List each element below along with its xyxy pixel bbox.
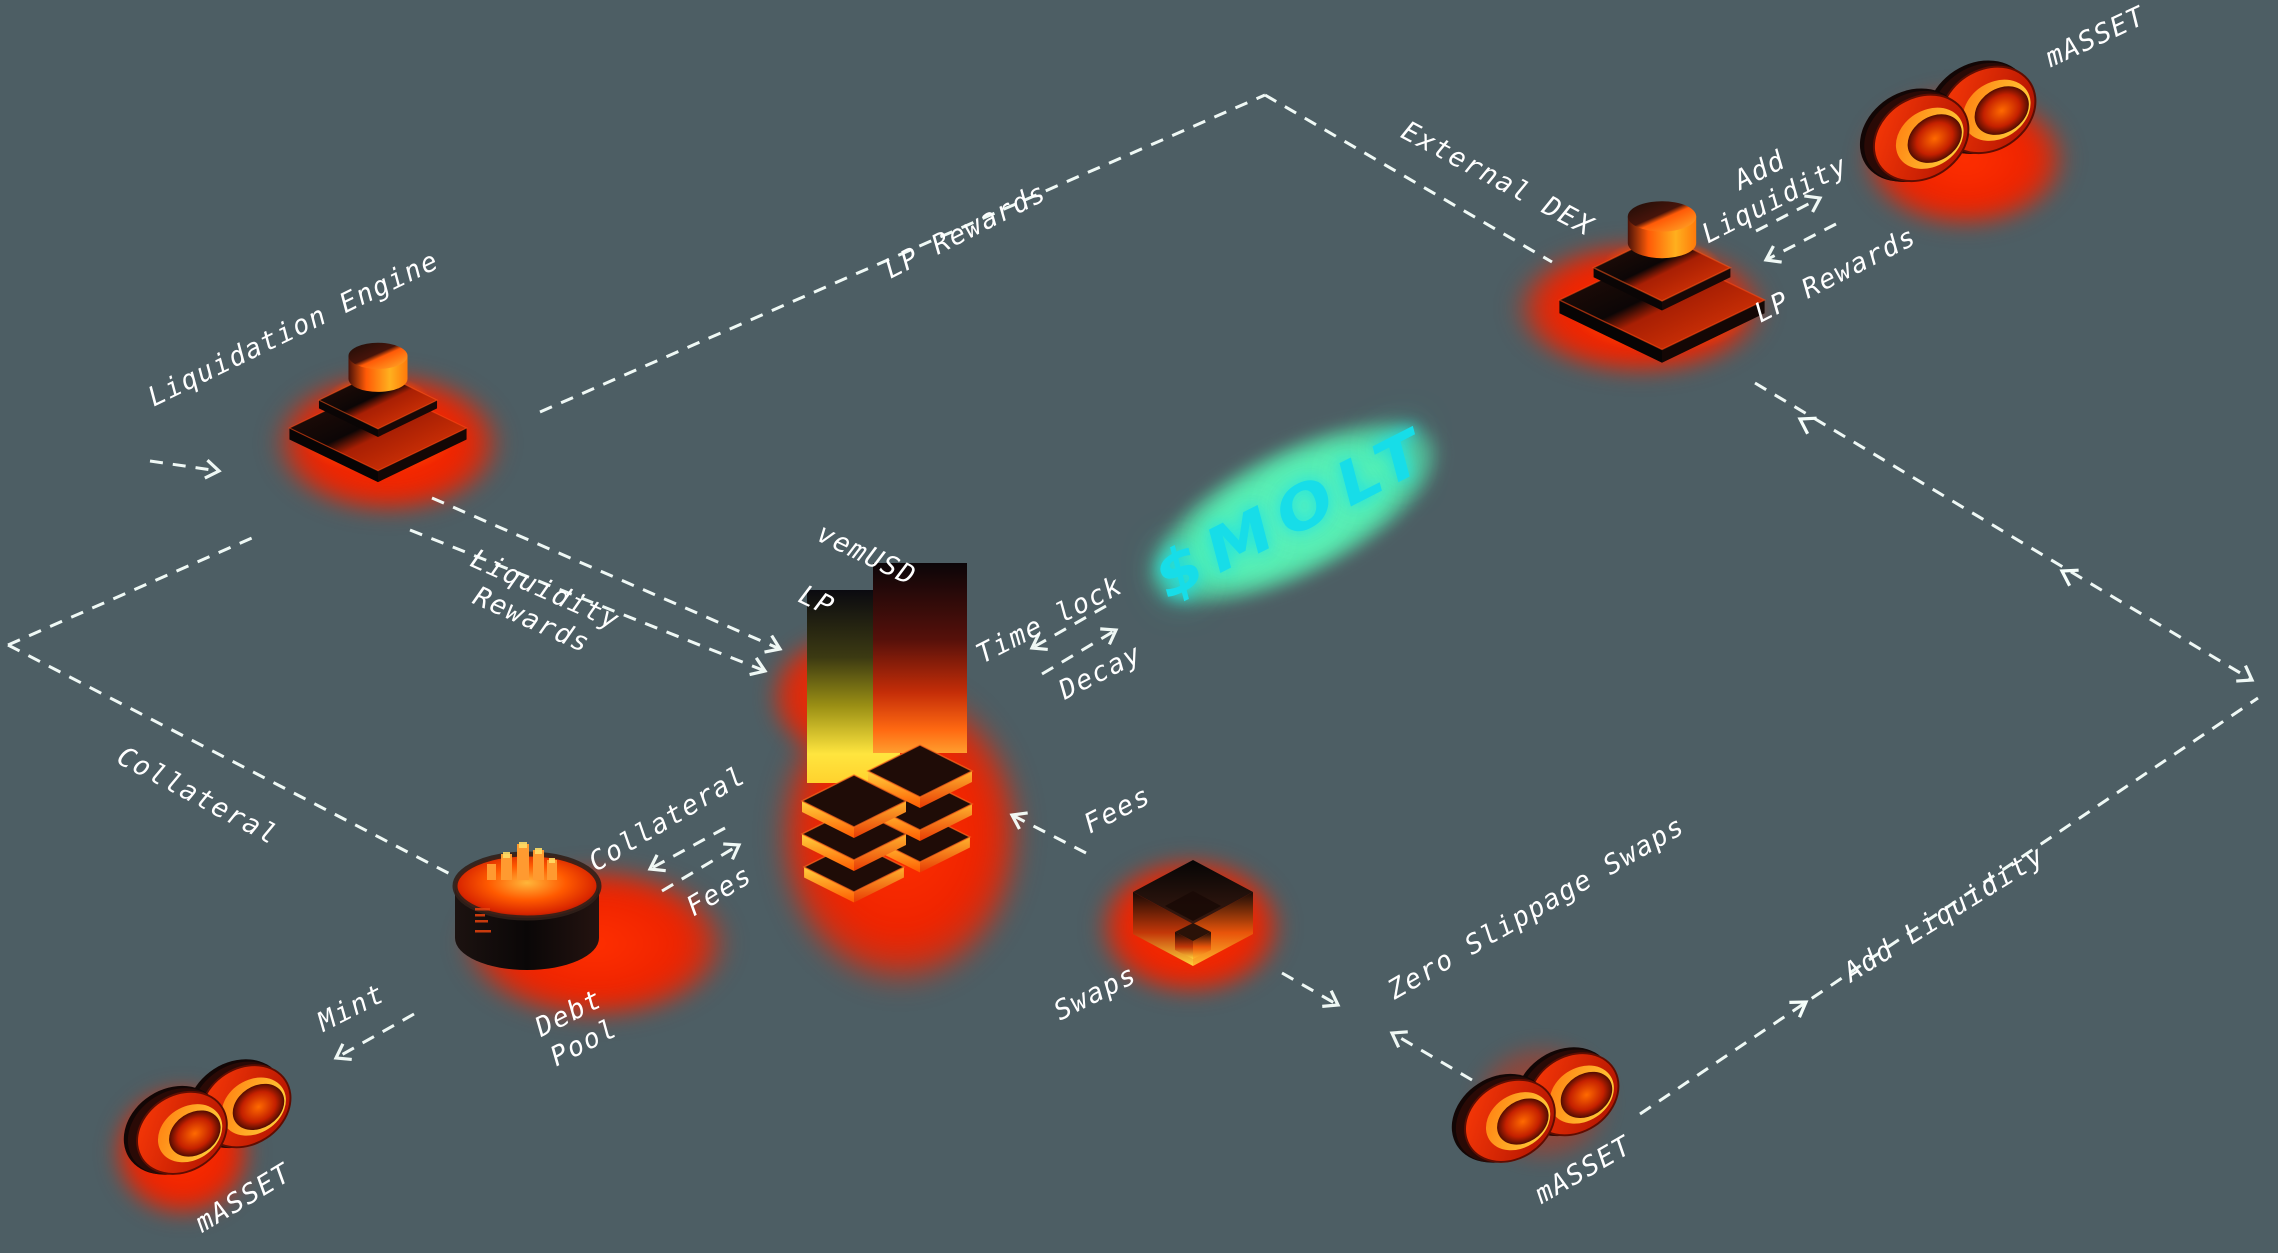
- arrow-mint: [333, 1012, 415, 1062]
- arrow-liquidity-rewards-2: [409, 528, 768, 677]
- arrow-time-lock: [1029, 604, 1107, 652]
- debt-pool-icon: [452, 842, 602, 970]
- arrow-swaps-in: [1389, 1030, 1473, 1082]
- arrow-swaps-out: [1281, 971, 1341, 1008]
- flow-lines: [7, 93, 2259, 1116]
- arrow-into-liquidation: [149, 459, 222, 480]
- swaps-icon: [1133, 860, 1253, 966]
- edge-dex-to-right-corner: [1754, 381, 2255, 683]
- arrow-liquidity-rewards-1: [431, 496, 783, 654]
- masset-top-coins-icon: [1842, 40, 2052, 205]
- arrow-fees-center: [661, 842, 742, 893]
- edge-external-dex: [1264, 93, 1553, 264]
- arrow-fees-right: [1009, 811, 1087, 855]
- edge-collateral: [7, 643, 453, 877]
- arrow-add-liquidity-top: [1755, 194, 1823, 233]
- edge-lp-rewards: [539, 93, 1266, 414]
- mid-arrowheads: [1789, 416, 2079, 1018]
- edge-add-liquidity: [1639, 696, 2259, 1116]
- edge-left-to-liquidation: [7, 536, 253, 647]
- liquidation-engine-icon: [288, 342, 468, 483]
- arrow-lp-rewards-right: [1763, 222, 1837, 264]
- arrow-decay: [1041, 627, 1119, 676]
- arrow-collateral: [647, 826, 726, 873]
- vemusd-lp-towers-icon: [801, 563, 973, 904]
